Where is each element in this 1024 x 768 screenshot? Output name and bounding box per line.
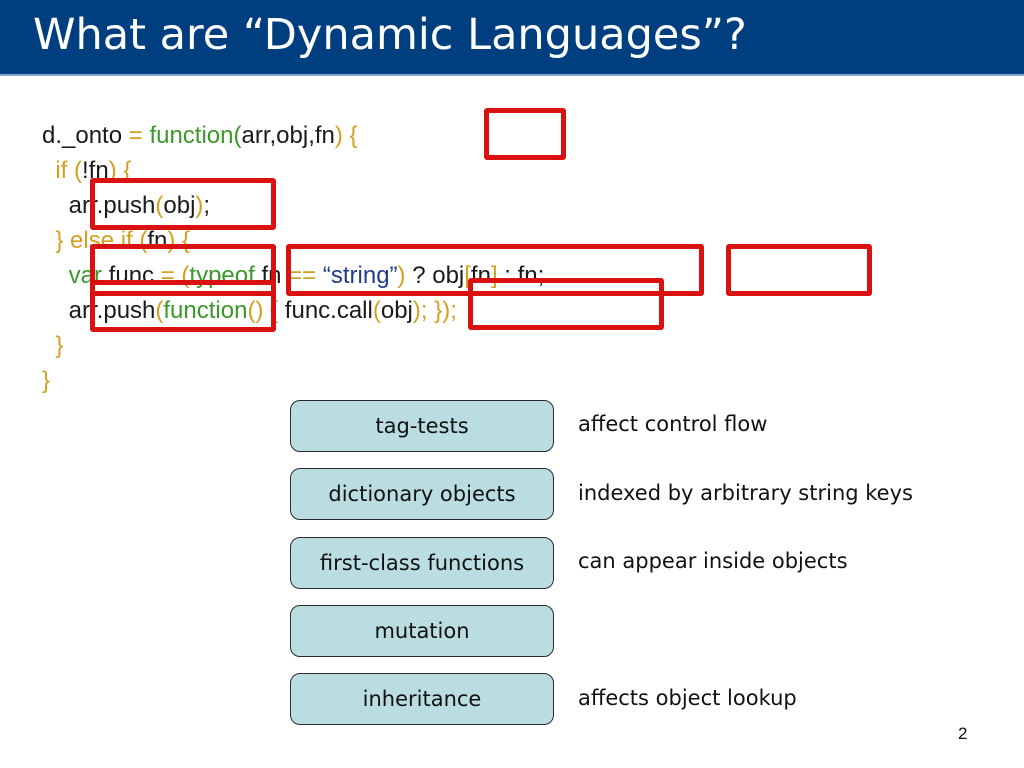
- code-token: );: [412, 297, 428, 324]
- highlight-box-5: [726, 244, 872, 296]
- inheritance-description: affects object lookup: [578, 686, 797, 710]
- code-line-8: }: [42, 363, 544, 398]
- code-token: arr.push: [42, 297, 156, 324]
- title-bar: What are “Dynamic Languages”?: [0, 0, 1024, 76]
- code-token: ]: [490, 262, 498, 289]
- tag-tests-box: tag-tests: [290, 400, 554, 452]
- dictionary-objects-box: dictionary objects: [290, 468, 554, 520]
- page-number: 2: [958, 724, 968, 743]
- code-token: (: [372, 297, 381, 324]
- dictionary-objects-description: indexed by arbitrary string keys: [578, 481, 913, 505]
- inheritance-box: inheritance: [290, 673, 554, 725]
- code-token: ): [397, 262, 406, 289]
- code-token: func.call: [284, 297, 373, 324]
- highlight-box-4: [286, 244, 704, 296]
- code-token: ;: [203, 192, 211, 219]
- slide-title: What are “Dynamic Languages”?: [33, 10, 747, 60]
- code-token: d._onto: [42, 122, 129, 149]
- code-token: obj: [163, 192, 196, 219]
- highlight-box-6: [90, 280, 276, 332]
- tag-tests-description: affect control flow: [578, 412, 768, 436]
- highlight-box-7: [468, 278, 664, 330]
- code-token: ? obj: [405, 262, 465, 289]
- highlight-box-3: [90, 244, 276, 296]
- code-token: (: [155, 192, 164, 219]
- code-token: });: [427, 297, 457, 324]
- code-token: }: [42, 332, 64, 359]
- code-token: if (: [42, 157, 82, 184]
- code-token: [: [464, 262, 471, 289]
- code-token: ) {: [334, 122, 358, 149]
- code-line-3: arr.push(obj);: [42, 188, 544, 223]
- code-token: (: [155, 297, 164, 324]
- highlight-box-1: [484, 108, 566, 160]
- code-token: ) {: [108, 157, 132, 184]
- code-line-7: }: [42, 328, 544, 363]
- mutation-box: mutation: [290, 605, 554, 657]
- first-class-functions-description: can appear inside objects: [578, 549, 848, 573]
- code-token: arr.push: [42, 192, 156, 219]
- code-token: =: [128, 122, 150, 149]
- code-token: arr,obj,fn: [241, 122, 335, 149]
- code-token: “string”: [322, 262, 398, 289]
- code-token: ==: [288, 262, 317, 289]
- code-line-1: d._onto = function(arr,obj,fn) {: [42, 118, 544, 153]
- code-token: : fn;: [497, 262, 545, 289]
- code-token: ): [195, 192, 204, 219]
- highlight-box-2: [90, 178, 276, 230]
- first-class-functions-box: first-class functions: [290, 537, 554, 589]
- code-token: ) {: [167, 227, 191, 254]
- code-token: obj: [380, 297, 413, 324]
- code-token: }: [42, 367, 51, 394]
- code-line-6: arr.push(function() { func.call(obj); })…: [42, 293, 544, 328]
- code-token: function(: [149, 122, 242, 149]
- code-token: function: [163, 297, 248, 324]
